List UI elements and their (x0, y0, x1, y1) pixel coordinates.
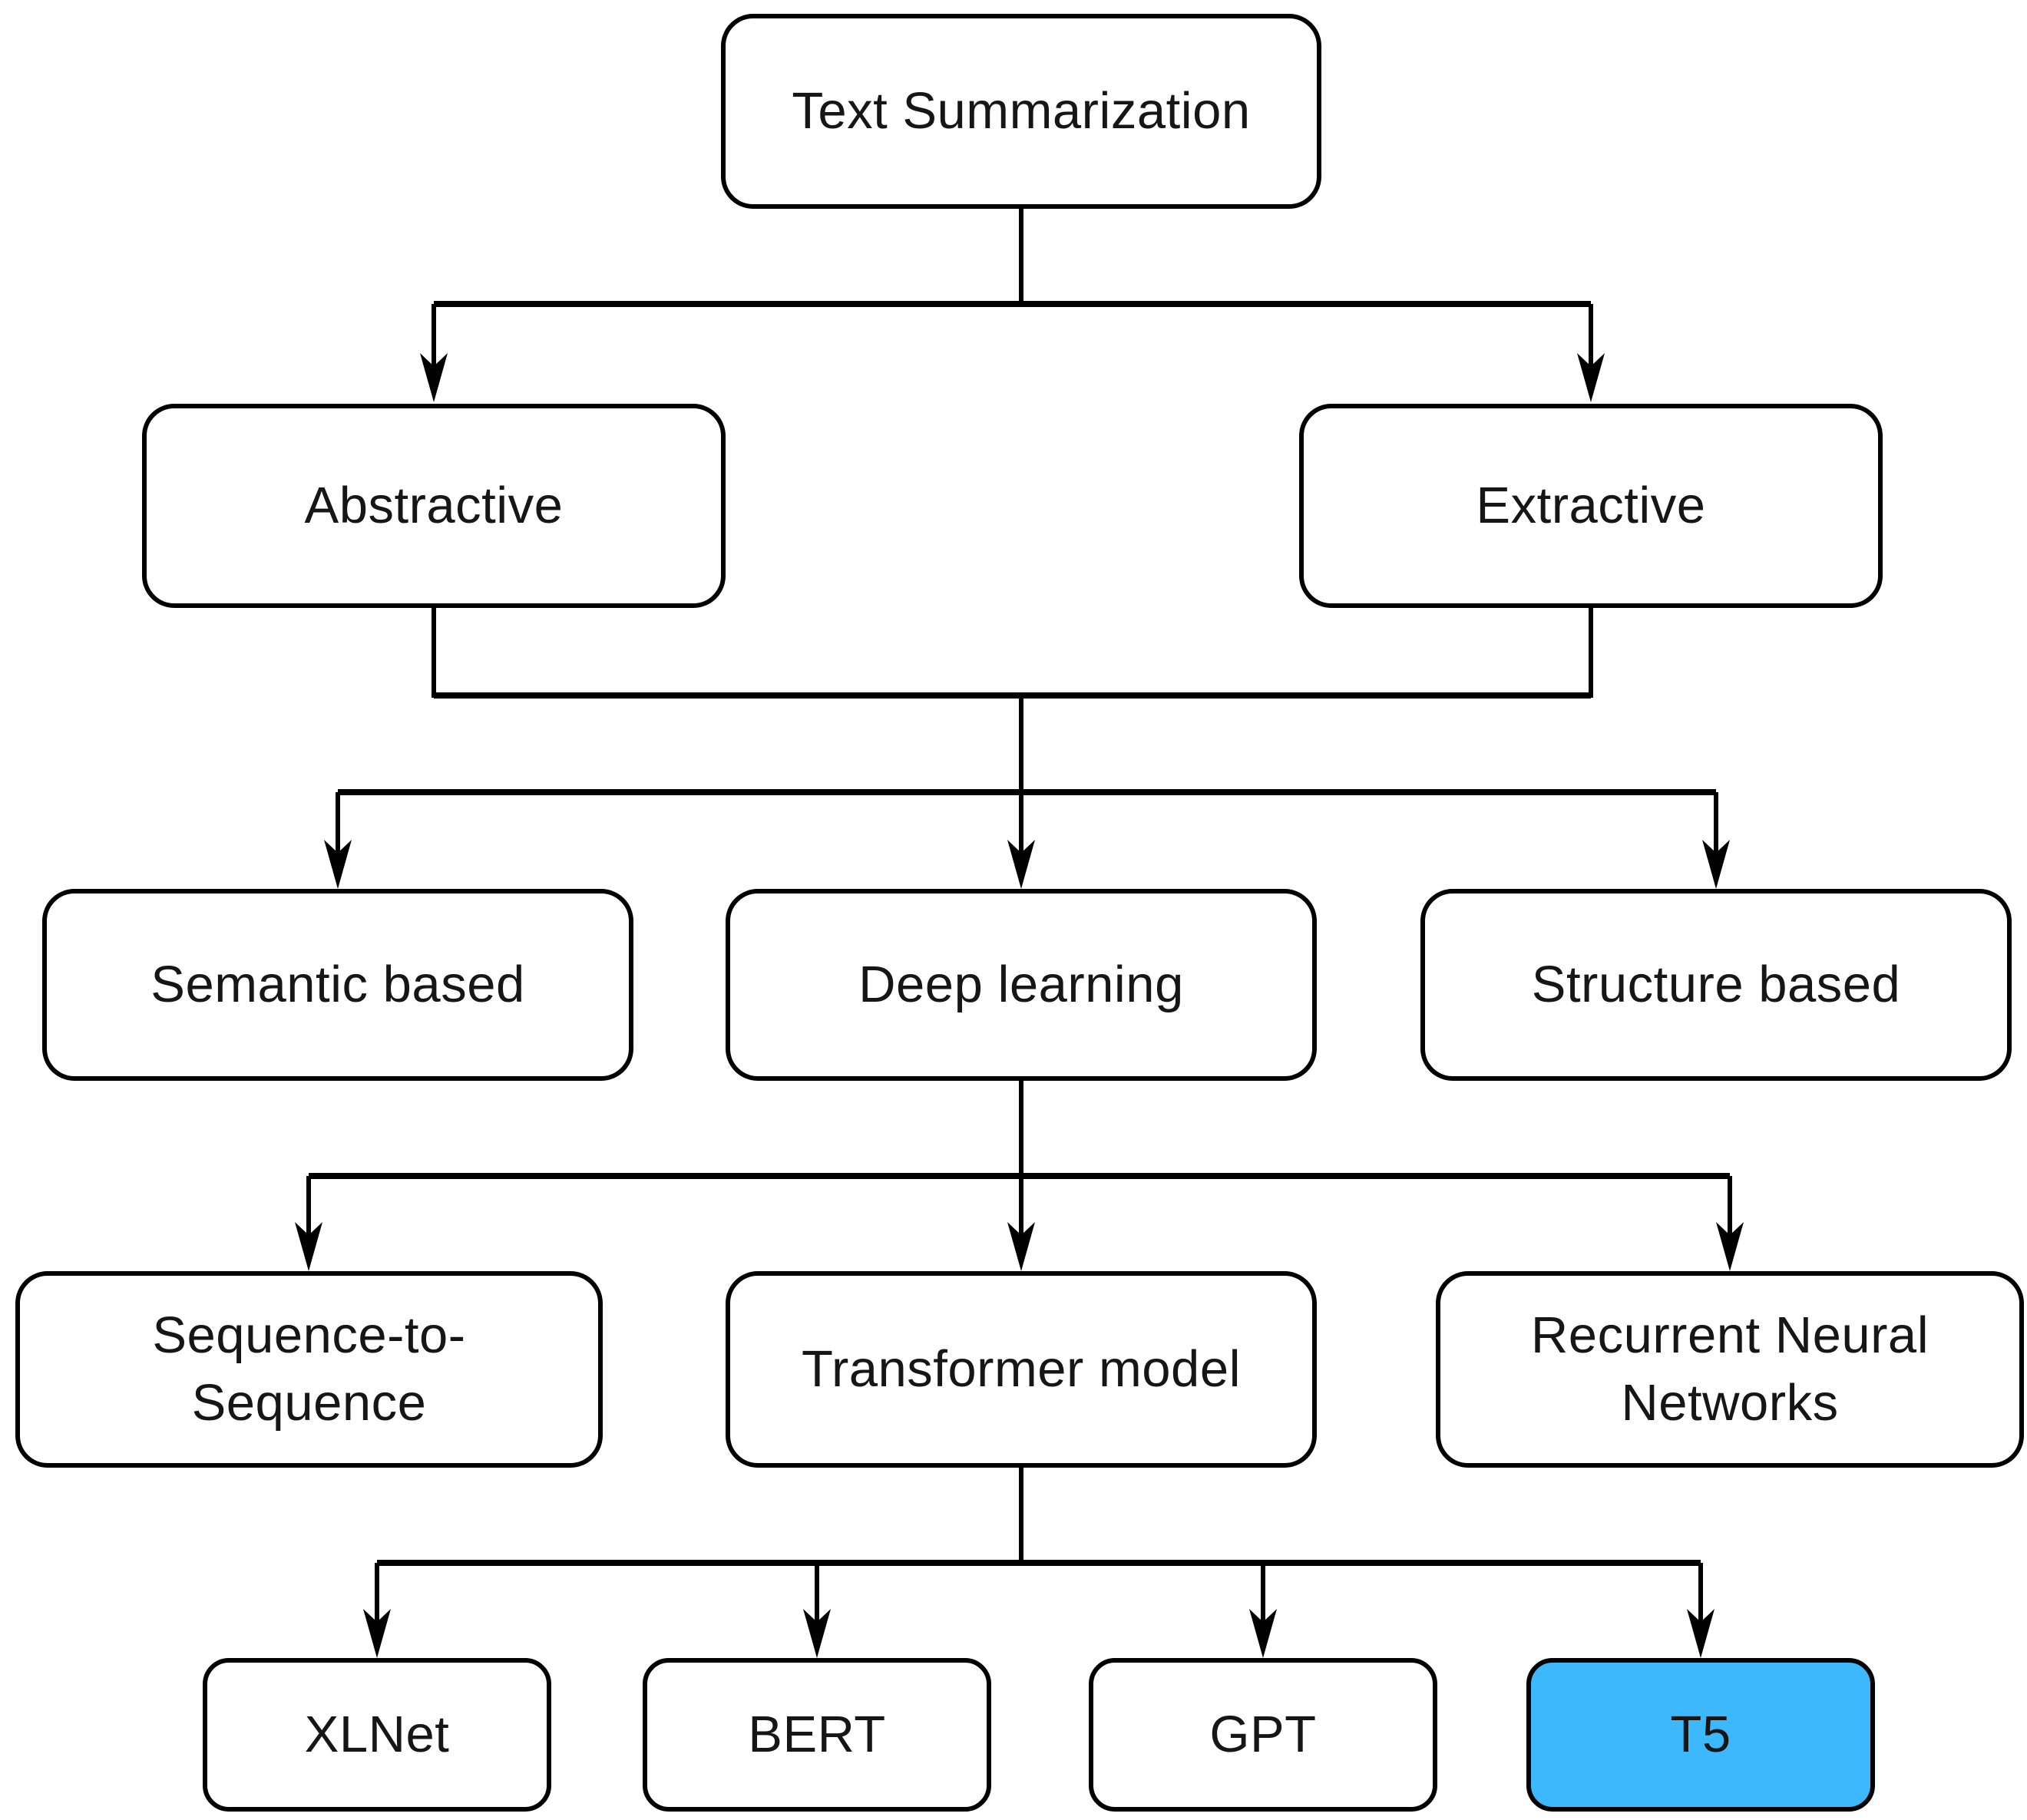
node-t5-label: T5 (1670, 1705, 1731, 1763)
node-xlnet: XLNet (203, 1658, 551, 1812)
node-transformer-model: Transformer model (726, 1271, 1317, 1468)
node-semantic-based: Semantic based (42, 889, 633, 1081)
node-deep-learning-label: Deep learning (858, 955, 1184, 1013)
node-bert-label: BERT (748, 1705, 886, 1763)
node-sequence-to-sequence: Sequence-to- Sequence (15, 1271, 603, 1468)
node-text-summarization-label: Text Summarization (792, 81, 1251, 140)
node-t5: T5 (1526, 1658, 1875, 1812)
node-bert: BERT (643, 1658, 991, 1812)
node-structure-based: Structure based (1420, 889, 2012, 1081)
node-transformer-model-label: Transformer model (802, 1339, 1241, 1398)
node-extractive-label: Extractive (1476, 476, 1706, 534)
node-recurrent-neural-networks-label: Recurrent Neural Networks (1530, 1306, 1929, 1432)
node-gpt-label: GPT (1209, 1705, 1317, 1763)
node-recurrent-neural-networks: Recurrent Neural Networks (1436, 1271, 2024, 1468)
node-text-summarization: Text Summarization (721, 14, 1321, 209)
node-structure-based-label: Structure based (1531, 955, 1901, 1013)
node-abstractive-label: Abstractive (304, 476, 564, 534)
node-deep-learning: Deep learning (726, 889, 1317, 1081)
node-semantic-based-label: Semantic based (150, 955, 525, 1013)
node-extractive: Extractive (1299, 404, 1883, 608)
node-gpt: GPT (1089, 1658, 1437, 1812)
node-abstractive: Abstractive (142, 404, 726, 608)
node-xlnet-label: XLNet (304, 1705, 450, 1763)
node-sequence-to-sequence-label: Sequence-to- Sequence (152, 1306, 466, 1432)
